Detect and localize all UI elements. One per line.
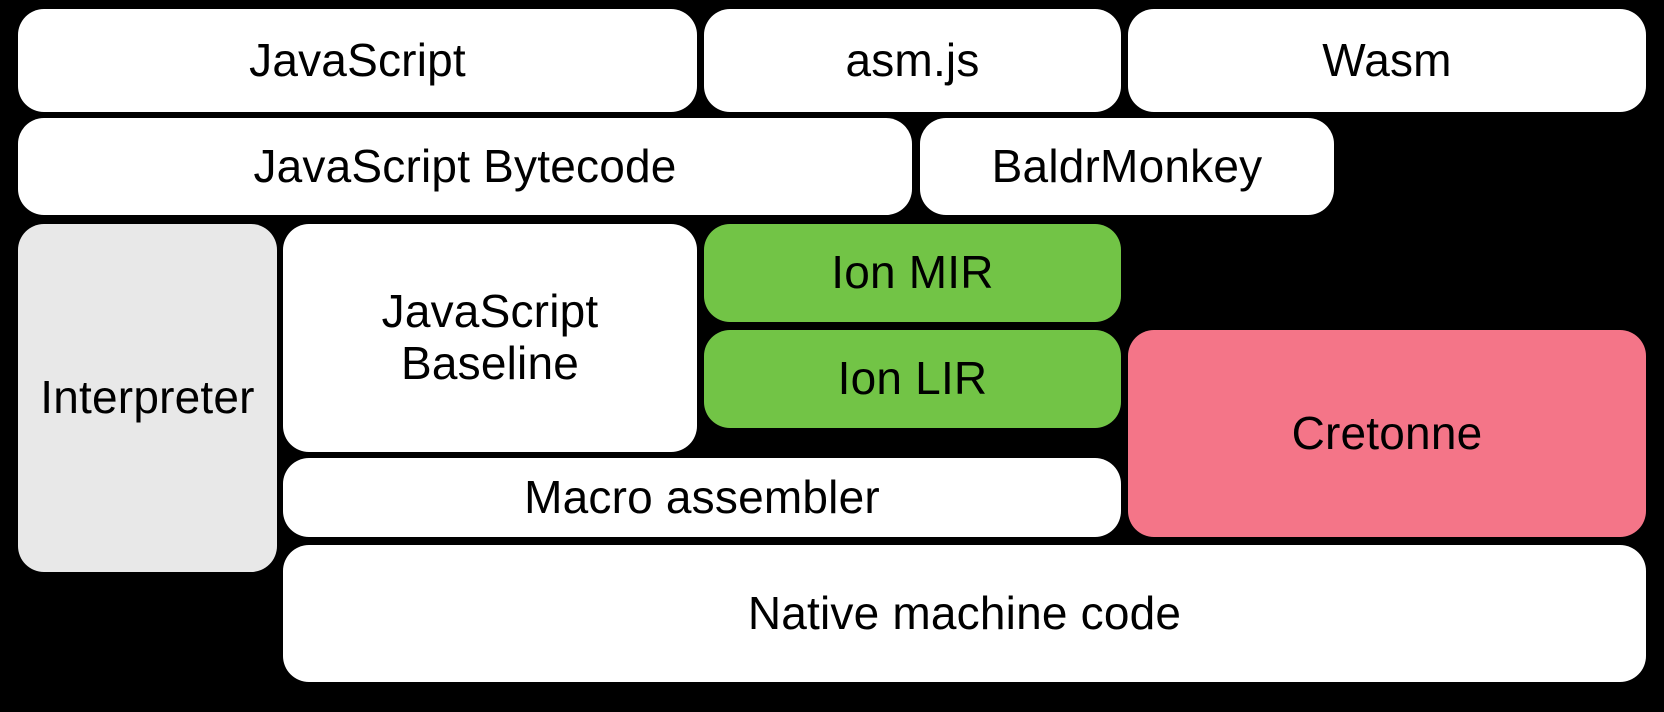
- node-label: JavaScript Bytecode: [253, 139, 677, 192]
- node-label: Macro assembler: [524, 470, 880, 523]
- node-label: Native machine code: [747, 586, 1182, 639]
- node-interpreter: Interpreter: [18, 224, 277, 572]
- node-label: JavaScript Baseline: [381, 285, 599, 389]
- node-label: asm.js: [845, 33, 980, 86]
- node-javascript-bytecode: JavaScript Bytecode: [18, 118, 912, 215]
- node-asm-js: asm.js: [704, 9, 1121, 112]
- node-cretonne: Cretonne: [1128, 330, 1646, 537]
- node-wasm: Wasm: [1128, 9, 1646, 112]
- node-label: BaldrMonkey: [991, 139, 1263, 192]
- node-native-machine-code: Native machine code: [283, 545, 1646, 682]
- node-ion-lir: Ion LIR: [704, 330, 1121, 428]
- node-ion-mir: Ion MIR: [704, 224, 1121, 322]
- node-label: JavaScript: [249, 33, 466, 86]
- node-macro-assembler: Macro assembler: [283, 458, 1121, 537]
- node-label: Ion MIR: [831, 246, 994, 299]
- node-javascript: JavaScript: [18, 9, 697, 112]
- node-label: Ion LIR: [837, 352, 988, 405]
- node-label: Interpreter: [40, 371, 255, 424]
- node-label: Wasm: [1322, 33, 1452, 86]
- node-javascript-baseline: JavaScript Baseline: [283, 224, 697, 452]
- node-label: Cretonne: [1291, 406, 1483, 459]
- node-baldrmonkey: BaldrMonkey: [920, 118, 1334, 215]
